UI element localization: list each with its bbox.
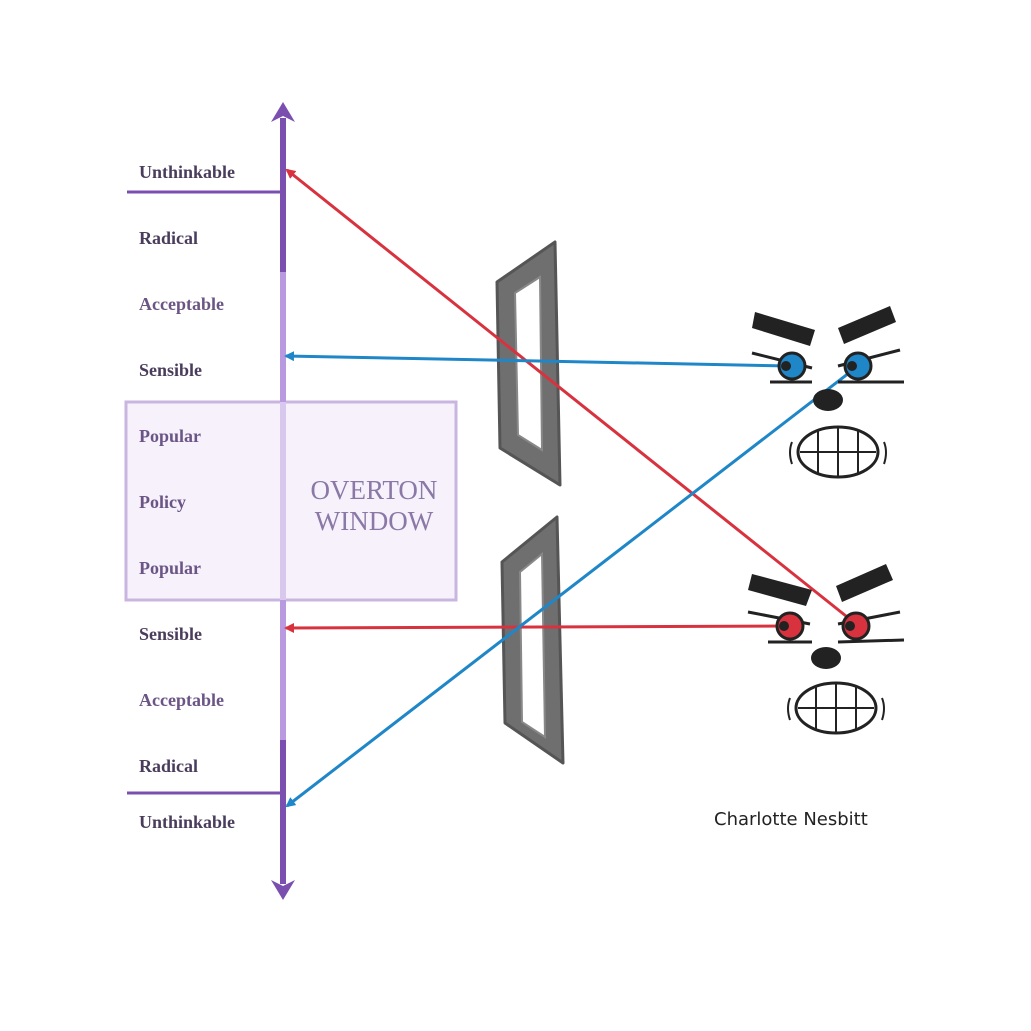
right-eye — [843, 351, 873, 381]
window-title-line1: OVERTON — [311, 475, 438, 505]
author-credit: Charlotte Nesbitt — [714, 809, 868, 830]
label-unthinkable-bottom: Unthinkable — [139, 812, 235, 832]
left-eyebrow — [752, 312, 815, 346]
blue-face-icon — [751, 306, 904, 479]
label-acceptable-top: Acceptable — [139, 294, 224, 314]
axis-arrow-down-icon — [271, 880, 295, 900]
label-radical-top: Radical — [139, 228, 198, 248]
right-eye — [841, 611, 871, 641]
window-title-line2: WINDOW — [315, 506, 434, 536]
label-acceptable-bottom: Acceptable — [139, 690, 224, 710]
left-eye — [775, 611, 805, 641]
blue-ray-to-sensible — [284, 351, 791, 368]
label-sensible-bottom: Sensible — [139, 624, 202, 644]
red-face-icon — [747, 564, 905, 735]
lower-window-frame — [500, 515, 565, 765]
nose — [811, 647, 841, 669]
label-sensible-top: Sensible — [139, 360, 202, 380]
right-eyebrow — [838, 306, 896, 344]
red-ray-to-unthinkable — [285, 168, 857, 626]
label-popular-bottom: Popular — [139, 558, 201, 578]
blue-ray-to-unthinkable — [285, 364, 859, 808]
spectrum-labels: Unthinkable Radical Acceptable Sensible … — [139, 162, 235, 832]
right-eyebrow — [836, 564, 893, 602]
spectrum-axis — [271, 102, 295, 900]
label-popular-top: Popular — [139, 426, 201, 446]
label-policy: Policy — [139, 492, 186, 512]
overton-window-box — [124, 400, 458, 602]
red-ray-to-sensible — [284, 622, 791, 633]
label-radical-bottom: Radical — [139, 756, 198, 776]
axis-arrow-up-icon — [271, 102, 295, 122]
left-eyebrow — [748, 574, 812, 606]
gritted-teeth — [787, 681, 885, 735]
label-unthinkable-top: Unthinkable — [139, 162, 235, 182]
left-eye — [777, 351, 807, 381]
nose — [813, 389, 843, 411]
sight-lines — [284, 168, 859, 808]
gritted-teeth — [789, 425, 887, 479]
